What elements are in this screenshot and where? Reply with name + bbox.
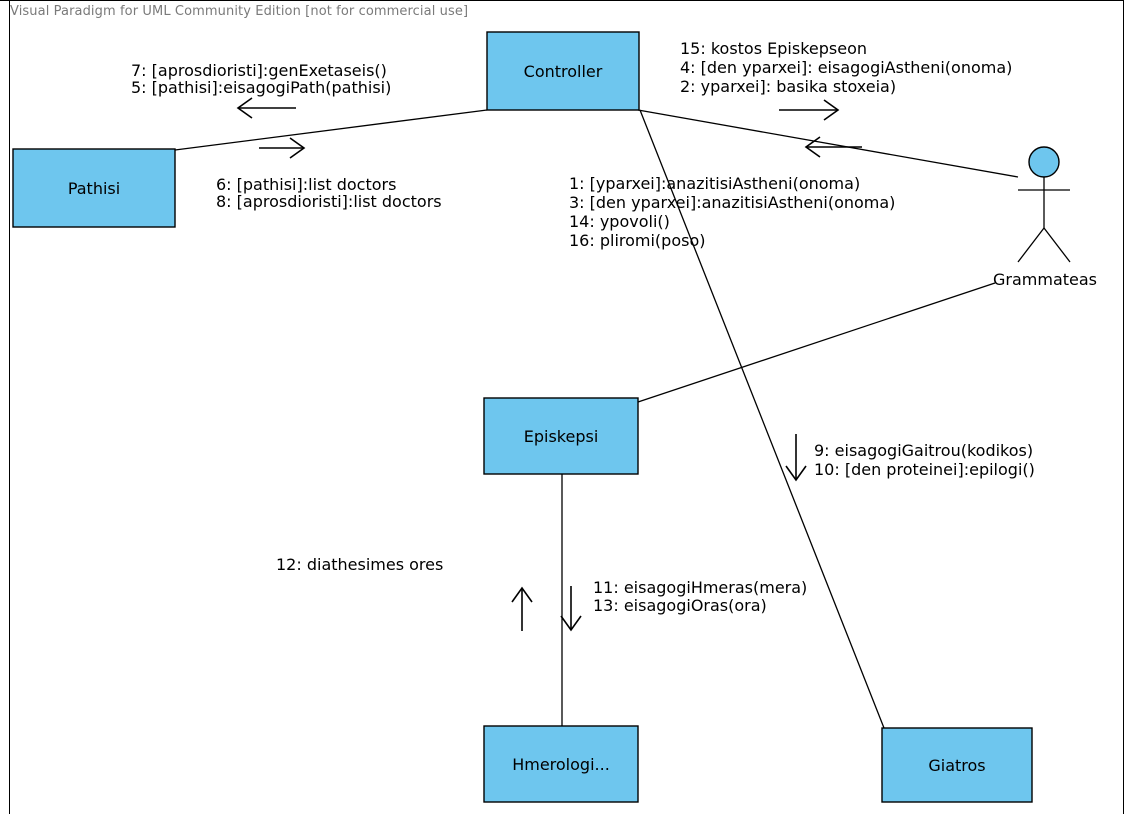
object-hmerologio-label: Hmerologi...	[512, 755, 610, 774]
message-label: 5: [pathisi]:eisagogiPath(pathisi)	[131, 78, 391, 97]
message-label: 6: [pathisi]:list doctors	[216, 175, 396, 194]
message-label: 12: diathesimes ores	[276, 555, 443, 574]
actor-grammateas[interactable]: Grammateas	[993, 146, 1097, 289]
arrow-to-grammateas	[779, 99, 840, 121]
link-controller-grammateas	[637, 109, 1019, 178]
message-label: 11: eisagogiHmeras(mera)	[593, 578, 807, 597]
message-label: 1: [yparxei]:anazitisiAstheni(onoma)	[569, 174, 860, 193]
messages-controller-to-giatros: 9: eisagogiGaitrou(kodikos) 10: [den pro…	[814, 441, 1035, 479]
object-giatros-label: Giatros	[928, 756, 985, 775]
arrow-to-giatros	[785, 434, 807, 482]
link-controller-pathisi	[174, 109, 488, 151]
frame-left-border	[9, 0, 10, 814]
object-giatros[interactable]: Giatros	[881, 727, 1033, 803]
arrow-to-controller-from-pathisi	[259, 137, 306, 159]
arrow-to-controller-from-grammateas	[804, 136, 862, 158]
message-label: 13: eisagogiOras(ora)	[593, 596, 767, 615]
frame-top-border	[0, 0, 1124, 1]
actor-left-leg	[1017, 227, 1045, 263]
messages-controller-to-pathisi: 7: [aprosdioristi]:genExetaseis() 5: [pa…	[131, 61, 391, 97]
message-label: 2: yparxei]: basika stoxeia)	[680, 77, 896, 96]
actor-right-leg	[1043, 227, 1071, 263]
message-label: 14: ypovoli()	[569, 212, 670, 231]
object-hmerologio[interactable]: Hmerologi...	[483, 725, 639, 803]
messages-pathisi-to-controller: 6: [pathisi]:list doctors 8: [aprosdiori…	[216, 175, 442, 211]
object-episkepsi[interactable]: Episkepsi	[483, 397, 639, 475]
message-label: 8: [aprosdioristi]:list doctors	[216, 192, 442, 211]
arrow-to-pathisi	[236, 97, 296, 119]
arrow-to-episkepsi	[511, 586, 533, 631]
actor-grammateas-label: Grammateas	[993, 270, 1097, 289]
message-label: 7: [aprosdioristi]:genExetaseis()	[131, 61, 387, 80]
message-label: 3: [den yparxei]:anazitisiAstheni(onoma)	[569, 193, 895, 212]
object-pathisi-label: Pathisi	[68, 179, 120, 198]
frame-right-border	[1123, 0, 1124, 814]
messages-controller-to-grammateas: 15: kostos Episkepseon 4: [den yparxei]:…	[680, 39, 1012, 96]
watermark-text: Visual Paradigm for UML Community Editio…	[10, 4, 469, 19]
messages-grammateas-to-controller: 1: [yparxei]:anazitisiAstheni(onoma) 3: …	[569, 174, 895, 250]
object-episkepsi-label: Episkepsi	[524, 427, 599, 446]
object-pathisi[interactable]: Pathisi	[12, 148, 176, 228]
object-controller[interactable]: Controller	[486, 31, 640, 111]
actor-head-icon	[1028, 146, 1060, 178]
message-label: 16: pliromi(poso)	[569, 231, 705, 250]
messages-episkepsi-to-hmerologio: 11: eisagogiHmeras(mera) 13: eisagogiOra…	[593, 578, 807, 615]
link-controller-giatros	[639, 109, 885, 729]
arrow-to-hmerologio	[560, 586, 582, 632]
message-label: 10: [den proteinei]:epilogi()	[814, 460, 1035, 479]
object-controller-label: Controller	[524, 62, 603, 81]
message-label: 9: eisagogiGaitrou(kodikos)	[814, 441, 1033, 460]
message-label: 15: kostos Episkepseon	[680, 39, 867, 58]
messages-hmerologio-to-episkepsi: 12: diathesimes ores	[276, 555, 443, 574]
message-label: 4: [den yparxei]: eisagogiAstheni(onoma)	[680, 58, 1012, 77]
link-grammateas-episkepsi	[637, 282, 996, 403]
